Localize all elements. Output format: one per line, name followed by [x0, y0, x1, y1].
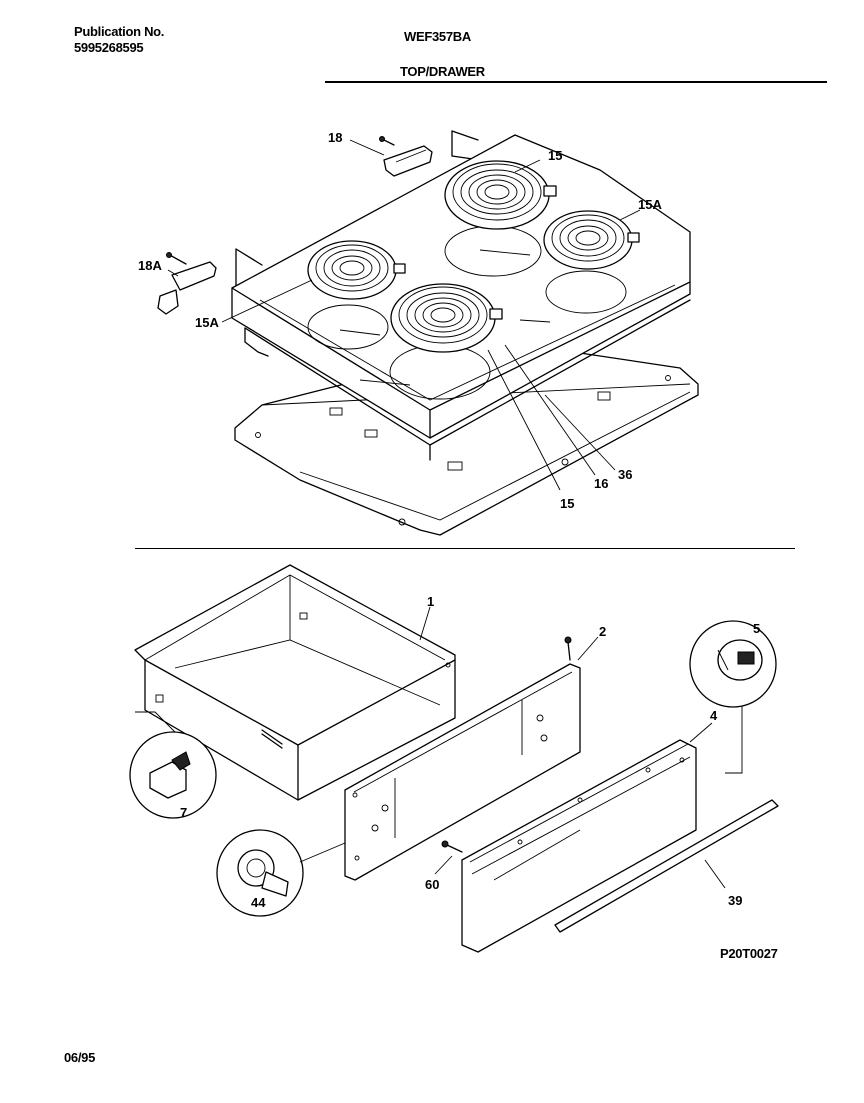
label-15-bottom: 15: [560, 496, 574, 511]
label-44: 44: [251, 895, 266, 910]
surface-element-15-top: [444, 160, 557, 230]
label-18a: 18A: [138, 258, 162, 273]
date-code: 06/95: [64, 1050, 96, 1065]
leader-lines-bottom: [419, 606, 726, 889]
label-5: 5: [753, 621, 760, 636]
drawer-panel-4: [461, 739, 697, 953]
label-15a-left: 15A: [195, 315, 219, 330]
detail-44: [216, 829, 304, 917]
label-7: 7: [180, 805, 187, 820]
label-36: 36: [618, 467, 632, 482]
surface-element-15-bottom: [390, 283, 503, 353]
label-15a-right: 15A: [638, 197, 662, 212]
leader-lines-top: [167, 139, 641, 491]
label-60: 60: [425, 877, 439, 892]
label-16: 16: [594, 476, 608, 491]
model-number: WEF357BA: [404, 29, 471, 44]
detail-5: [689, 620, 777, 708]
surface-element-15a-right: [543, 210, 640, 270]
publication-number: 5995268595: [74, 40, 144, 55]
label-15-top: 15: [548, 148, 562, 163]
drawer-front-2: [344, 663, 581, 881]
section-divider: [135, 548, 795, 550]
drawer-assembly: [129, 564, 779, 953]
detail-7: [129, 731, 217, 819]
header-rule: [325, 81, 827, 83]
label-1: 1: [427, 594, 434, 609]
trim-39: [554, 799, 779, 933]
publication-label: Publication No.: [74, 24, 165, 39]
label-39: 39: [728, 893, 742, 908]
cooktop-assembly: [157, 130, 699, 536]
label-4: 4: [710, 708, 718, 723]
surface-element-15a-left: [307, 240, 406, 300]
drawer-body-1: [134, 564, 456, 801]
drawing-code: P20T0027: [720, 946, 778, 961]
label-18: 18: [328, 130, 342, 145]
bracket-18a: [157, 252, 217, 315]
label-2: 2: [599, 624, 606, 639]
bracket-18: [379, 136, 433, 177]
section-title: TOP/DRAWER: [400, 64, 485, 79]
